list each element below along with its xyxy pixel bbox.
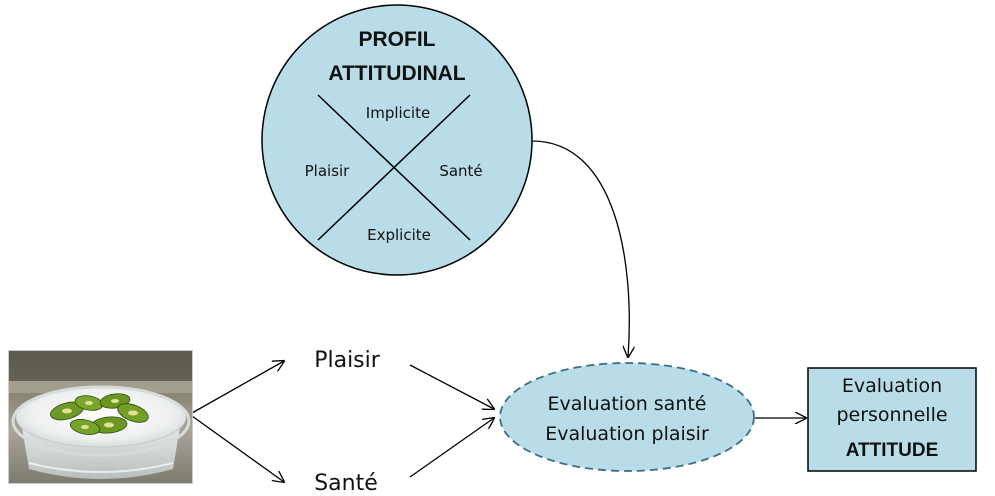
result-line2: personnelle	[836, 404, 947, 426]
sante-to-evaluation-arrow	[409, 418, 494, 478]
branch-plaisir: Plaisir	[314, 348, 381, 373]
result-line3: ATTITUDE	[846, 440, 939, 461]
quadrant-explicite: Explicite	[367, 226, 431, 244]
profile-title-line1: PROFIL	[359, 28, 436, 51]
quadrant-divider-2	[317, 94, 471, 241]
evaluation-line2: Evaluation plaisir	[545, 423, 709, 445]
result-line1: Evaluation	[842, 375, 942, 397]
quadrant-sante: Santé	[439, 162, 482, 180]
profile-circle: PROFIL ATTITUDINAL Implicite Plaisir San…	[261, 4, 533, 276]
evaluation-line1: Evaluation santé	[547, 393, 706, 415]
kiwi-photo	[8, 350, 193, 484]
image-to-plaisir-arrow	[191, 361, 284, 414]
evaluation-ellipse: Evaluation santé Evaluation plaisir	[499, 362, 755, 472]
quadrant-plaisir: Plaisir	[305, 162, 351, 180]
kiwi-plate-image	[9, 351, 192, 483]
branch-sante: Santé	[314, 471, 378, 496]
image-to-sante-arrow	[191, 415, 284, 482]
plaisir-to-evaluation-arrow	[409, 364, 494, 409]
profile-to-evaluation-arrow	[531, 140, 629, 357]
profile-title-line2: ATTITUDINAL	[328, 62, 465, 85]
result-box: Evaluation personnelle ATTITUDE	[807, 367, 977, 472]
quadrant-implicite: Implicite	[366, 104, 430, 122]
